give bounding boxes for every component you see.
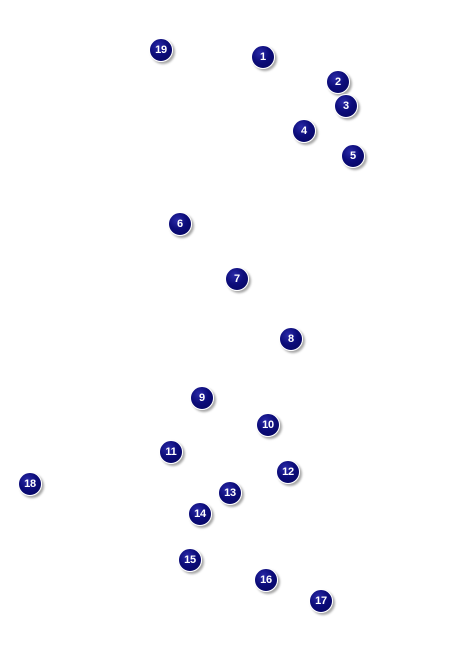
marker-19[interactable]: 19 — [149, 38, 173, 62]
marker-label: 19 — [155, 43, 167, 56]
marker-label: 1 — [260, 50, 266, 63]
marker-label: 10 — [262, 418, 274, 431]
marker-2[interactable]: 2 — [326, 70, 350, 94]
marker-label: 16 — [260, 573, 272, 586]
marker-17[interactable]: 17 — [309, 589, 333, 613]
marker-5[interactable]: 5 — [341, 144, 365, 168]
marker-12[interactable]: 12 — [276, 460, 300, 484]
marker-18[interactable]: 18 — [18, 472, 42, 496]
marker-6[interactable]: 6 — [168, 212, 192, 236]
marker-3[interactable]: 3 — [334, 94, 358, 118]
marker-label: 7 — [234, 272, 240, 285]
marker-label: 14 — [194, 507, 206, 520]
marker-label: 5 — [350, 149, 356, 162]
marker-16[interactable]: 16 — [254, 568, 278, 592]
marker-label: 3 — [343, 99, 349, 112]
marker-9[interactable]: 9 — [190, 386, 214, 410]
marker-8[interactable]: 8 — [279, 327, 303, 351]
marker-label: 17 — [315, 594, 327, 607]
marker-14[interactable]: 14 — [188, 502, 212, 526]
marker-label: 11 — [165, 445, 177, 458]
marker-label: 15 — [184, 553, 196, 566]
marker-4[interactable]: 4 — [292, 119, 316, 143]
marker-label: 6 — [177, 217, 183, 230]
marker-7[interactable]: 7 — [225, 267, 249, 291]
marker-1[interactable]: 1 — [251, 45, 275, 69]
marker-13[interactable]: 13 — [218, 481, 242, 505]
marker-10[interactable]: 10 — [256, 413, 280, 437]
marker-label: 13 — [224, 486, 236, 499]
marker-label: 2 — [335, 75, 341, 88]
marker-label: 18 — [24, 477, 36, 490]
marker-label: 4 — [301, 124, 307, 137]
marker-label: 8 — [288, 332, 294, 345]
marker-11[interactable]: 11 — [159, 440, 183, 464]
marker-label: 9 — [199, 391, 205, 404]
marker-label: 12 — [282, 465, 294, 478]
marker-15[interactable]: 15 — [178, 548, 202, 572]
